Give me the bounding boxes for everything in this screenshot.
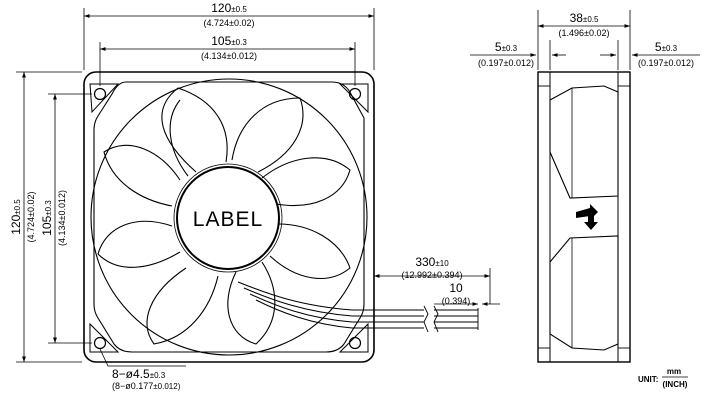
wires (352, 305, 479, 333)
wire-break-mark (423, 305, 429, 333)
svg-text:(INCH): (INCH) (663, 380, 688, 389)
svg-text:105±0.3: 105±0.3 (211, 34, 247, 48)
dim-cable-length: 330±10 (12.992±0.394) (402, 255, 463, 280)
svg-text:8−ø4.5±0.3: 8−ø4.5±0.3 (112, 367, 166, 381)
svg-text:UNIT:: UNIT: (638, 375, 658, 384)
mount-hole-top-left (93, 87, 107, 101)
fan-hub-rim (173, 163, 283, 273)
svg-text:(4.724±0.02): (4.724±0.02) (26, 192, 36, 243)
dim-strip-length: 10 (0.394) (442, 281, 471, 306)
svg-text:330±10: 330±10 (415, 255, 449, 269)
svg-text:(0.197±0.012): (0.197±0.012) (478, 58, 534, 68)
fan-hub (176, 166, 280, 270)
units-legend: UNIT: mm (INCH) (638, 367, 688, 389)
svg-text:(0.394): (0.394) (442, 296, 471, 306)
hub-label: LABEL (193, 208, 263, 231)
dim-overall-height: 120±0.5 (4.724±0.02) (9, 192, 36, 243)
svg-text:5±0.3: 5±0.3 (495, 40, 518, 54)
rotation-arrow (584, 214, 598, 230)
svg-text:10: 10 (449, 281, 463, 295)
dim-overall-width: 120±0.5 (4.724±0.02) (204, 1, 255, 28)
lug-top-right (338, 83, 369, 114)
svg-text:5±0.3: 5±0.3 (655, 40, 678, 54)
svg-text:(4.134±0.012): (4.134±0.012) (57, 190, 67, 246)
mount-hole-bottom-right (348, 336, 362, 350)
side-dimension-lines (470, 10, 700, 70)
lug-top-left (89, 83, 120, 114)
lug-bottom-right (338, 322, 369, 353)
airflow-arrow (576, 204, 598, 220)
dim-hole-spacing-height: 105±0.3 (4.134±0.012) (40, 190, 67, 246)
svg-text:(8−ø0.177±0.012): (8−ø0.177±0.012) (112, 381, 181, 391)
fan-frame-outer (83, 71, 375, 363)
side-blade-upper (549, 85, 619, 199)
front-view (83, 71, 375, 363)
svg-text:(4.724±0.02): (4.724±0.02) (204, 18, 255, 28)
hole-leader (99, 348, 186, 367)
svg-text:(1.496±0.02): (1.496±0.02) (559, 28, 610, 38)
lug-bottom-left (89, 322, 120, 353)
svg-text:105±0.3: 105±0.3 (40, 200, 54, 236)
side-blade-lower (549, 235, 619, 351)
svg-text:120±0.5: 120±0.5 (9, 199, 23, 235)
side-view (537, 71, 631, 363)
mount-hole-bottom-left (93, 336, 107, 350)
fan-opening (90, 78, 368, 356)
svg-text:120±0.5: 120±0.5 (211, 1, 247, 15)
fan-blades (97, 87, 351, 345)
dim-right-flange: 5±0.3 (0.197±0.012) (638, 40, 694, 68)
dim-hole-spacing-width: 105±0.3 (4.134±0.012) (201, 34, 257, 61)
front-dimension-lines (16, 8, 500, 367)
dim-side-thickness: 38±0.5 (1.496±0.02) (559, 11, 610, 38)
svg-text:mm: mm (667, 367, 681, 376)
svg-text:(12.992±0.394): (12.992±0.394) (402, 270, 463, 280)
side-body (537, 71, 631, 363)
dim-mount-holes: 8−ø4.5±0.3 (8−ø0.177±0.012) (112, 367, 181, 391)
dim-left-flange: 5±0.3 (0.197±0.012) (478, 40, 534, 68)
fan-frame-inner (93, 81, 365, 353)
svg-text:(4.134±0.012): (4.134±0.012) (201, 51, 257, 61)
svg-text:(0.197±0.012): (0.197±0.012) (638, 58, 694, 68)
svg-text:38±0.5: 38±0.5 (570, 11, 599, 25)
cable-bundle (237, 281, 353, 329)
